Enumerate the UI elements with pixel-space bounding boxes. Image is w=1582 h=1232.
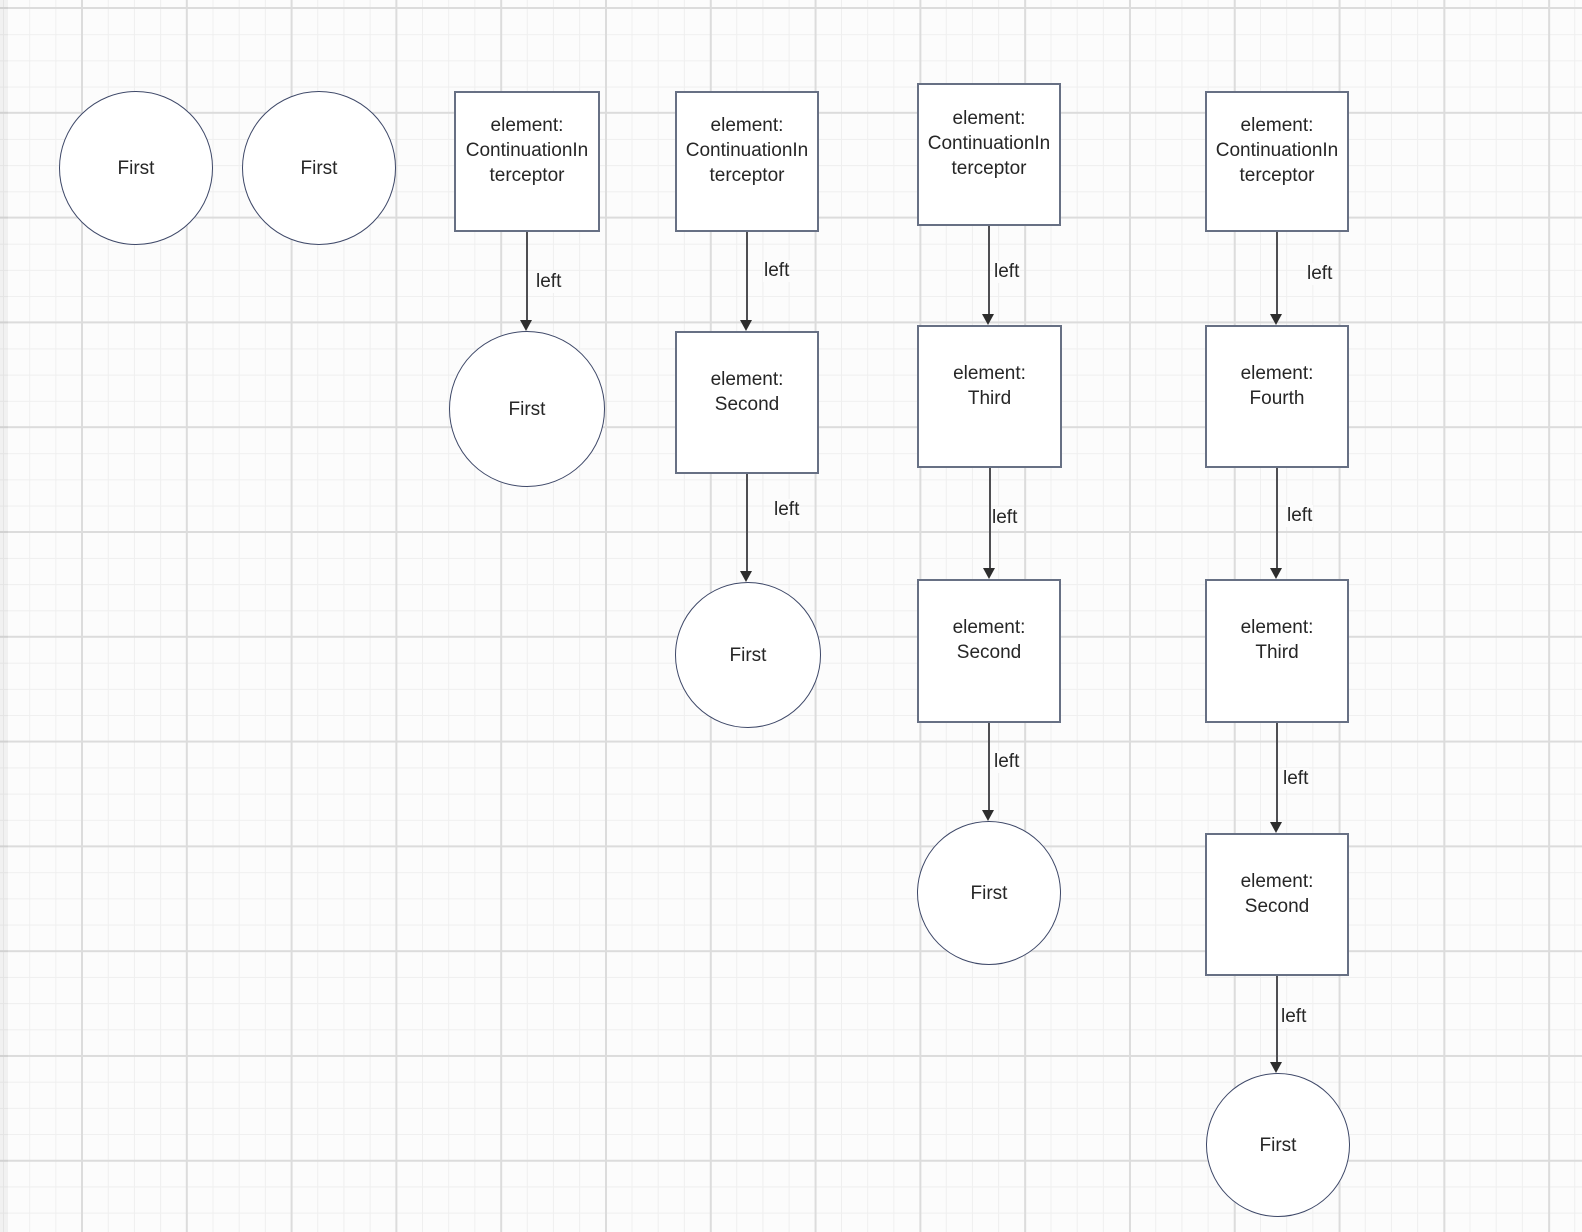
col4-arrow-line-1[interactable] bbox=[746, 232, 748, 321]
canvas-edge-strip bbox=[0, 0, 8, 1232]
col3-circle-first[interactable]: First bbox=[449, 331, 605, 487]
col5-rect-continuation-interceptor[interactable]: element: ContinuationIn terceptor bbox=[917, 83, 1061, 226]
col3-arrowhead-icon-1 bbox=[520, 320, 532, 331]
col6-rect-continuation-interceptor[interactable]: element: ContinuationIn terceptor bbox=[1205, 91, 1349, 232]
col2-circle-first[interactable]: First bbox=[242, 91, 396, 245]
col6-edge-label-3[interactable]: left bbox=[1282, 768, 1310, 790]
col5-arrow-line-1[interactable] bbox=[988, 226, 990, 315]
col6-arrow-line-4[interactable] bbox=[1276, 976, 1278, 1063]
col4-circle-first[interactable]: First bbox=[675, 582, 821, 728]
col6-arrowhead-icon-3 bbox=[1270, 822, 1282, 833]
col5-arrow-line-2[interactable] bbox=[989, 468, 991, 569]
col5-edge-label-2[interactable]: left bbox=[991, 507, 1019, 529]
col4-edge-label-1[interactable]: left bbox=[763, 260, 791, 282]
col5-rect-second[interactable]: element: Second bbox=[917, 579, 1061, 723]
col5-edge-label-3[interactable]: left bbox=[993, 751, 1021, 773]
col3-edge-label-1[interactable]: left bbox=[535, 271, 563, 293]
col6-rect-fourth[interactable]: element: Fourth bbox=[1205, 325, 1349, 468]
col5-edge-label-1[interactable]: left bbox=[993, 261, 1021, 283]
col6-edge-label-1[interactable]: left bbox=[1306, 263, 1334, 285]
col1-circle-first[interactable]: First bbox=[59, 91, 213, 245]
col6-edge-label-4[interactable]: left bbox=[1280, 1006, 1308, 1028]
col4-arrowhead-icon-1 bbox=[740, 320, 752, 331]
col4-rect-continuation-interceptor[interactable]: element: ContinuationIn terceptor bbox=[675, 91, 819, 232]
col6-arrowhead-icon-4 bbox=[1270, 1062, 1282, 1073]
col6-arrowhead-icon-1 bbox=[1270, 314, 1282, 325]
col5-rect-third[interactable]: element: Third bbox=[917, 325, 1062, 468]
col5-circle-first[interactable]: First bbox=[917, 821, 1061, 965]
col6-arrow-line-1[interactable] bbox=[1276, 232, 1278, 315]
col4-arrow-line-2[interactable] bbox=[746, 474, 748, 572]
col5-arrowhead-icon-2 bbox=[983, 568, 995, 579]
col5-arrow-line-3[interactable] bbox=[988, 723, 990, 811]
col6-rect-second[interactable]: element: Second bbox=[1205, 833, 1349, 976]
col6-circle-first[interactable]: First bbox=[1206, 1073, 1350, 1217]
col6-edge-label-2[interactable]: left bbox=[1286, 505, 1314, 527]
col6-arrowhead-icon-2 bbox=[1270, 568, 1282, 579]
col5-arrowhead-icon-3 bbox=[982, 810, 994, 821]
col4-rect-second[interactable]: element: Second bbox=[675, 331, 819, 474]
col6-rect-third[interactable]: element: Third bbox=[1205, 579, 1349, 723]
col3-arrow-line-1[interactable] bbox=[526, 232, 528, 321]
col4-edge-label-2[interactable]: left bbox=[773, 499, 801, 521]
col3-rect-continuation-interceptor[interactable]: element: ContinuationIn terceptor bbox=[454, 91, 600, 232]
col6-arrow-line-3[interactable] bbox=[1276, 723, 1278, 823]
col4-arrowhead-icon-2 bbox=[740, 571, 752, 582]
col6-arrow-line-2[interactable] bbox=[1276, 468, 1278, 569]
col5-arrowhead-icon-1 bbox=[982, 314, 994, 325]
